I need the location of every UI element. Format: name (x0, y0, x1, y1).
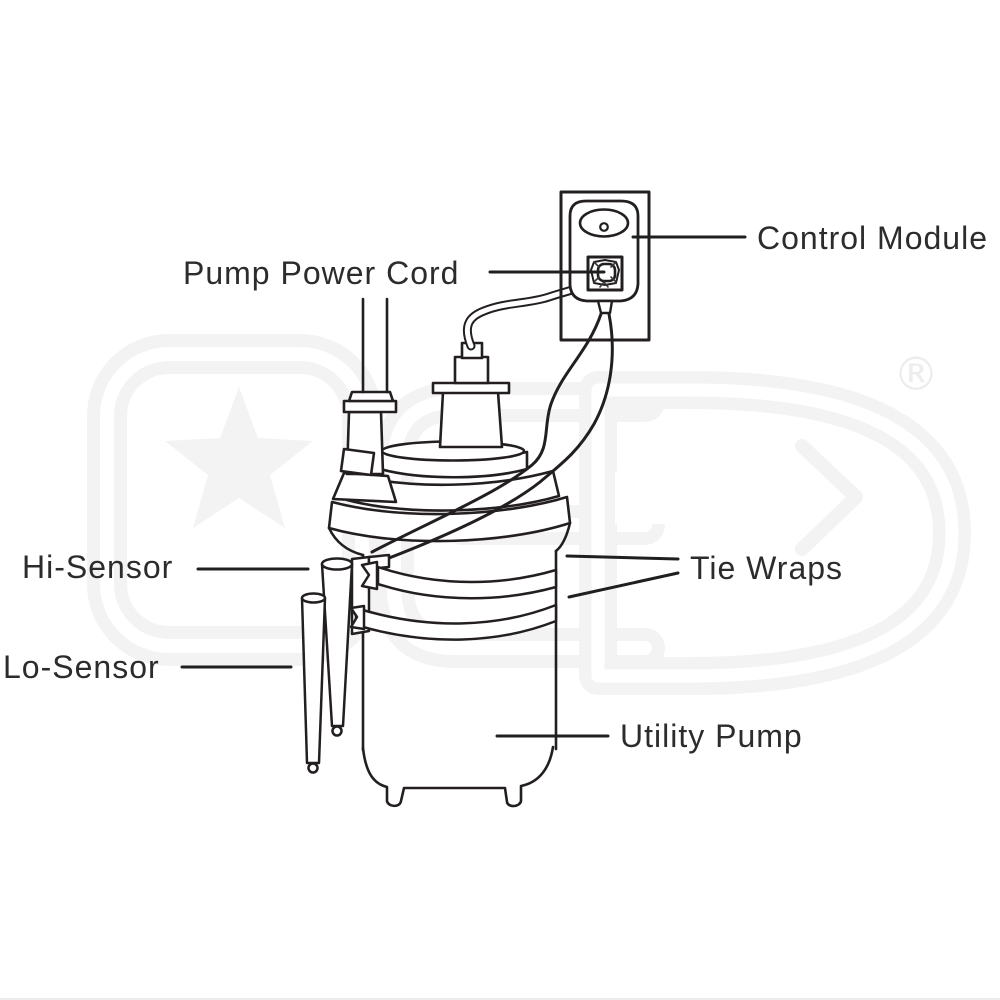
labels: Pump Power Cord Control Module Hi-Sensor… (3, 220, 988, 754)
pipe-riser (361, 297, 389, 394)
leader-tie-wrap-1 (565, 554, 680, 561)
label-pump-power-cord: Pump Power Cord (183, 255, 459, 291)
tie-wrap-band-lower (354, 603, 558, 641)
cord-strain-relief (431, 341, 511, 449)
hi-sensor-wire (370, 312, 603, 554)
hi-sensor-probe (320, 557, 354, 737)
tie-wrap-band-upper (376, 565, 558, 600)
label-utility-pump: Utility Pump (620, 718, 803, 754)
leader-tie-wrap-2 (567, 571, 680, 599)
label-control-module: Control Module (757, 220, 988, 256)
chevron-right-icon (795, 439, 863, 556)
pipe-band (342, 399, 398, 414)
cone-mid-box (453, 355, 490, 385)
sensor-wires (370, 312, 614, 565)
registered-trademark-icon: ® (893, 347, 939, 401)
label-hi-sensor: Hi-Sensor (22, 549, 173, 585)
cone-flange (431, 381, 511, 395)
control-module-drawing (559, 190, 651, 342)
pump-ring-underlip-left (327, 526, 365, 557)
star-icon (165, 387, 313, 528)
lo-sensor-wire (374, 312, 614, 565)
page-bottom-edge (0, 998, 1000, 1000)
pipe-bracket (339, 447, 376, 477)
label-tie-wraps: Tie Wraps (690, 550, 843, 586)
sensor-mounting (300, 553, 558, 774)
pump-base (361, 745, 555, 808)
cone-body (438, 390, 504, 449)
discharge-pipe (331, 297, 398, 504)
tie-wrap-clip-upper (360, 560, 379, 591)
lo-sensor-tip (307, 762, 319, 774)
tie-wrap-clip-lower (349, 604, 366, 631)
hi-sensor-tip (331, 725, 343, 737)
watermark-letter-d (579, 371, 971, 695)
pipe-flare (347, 390, 395, 403)
pump-ring-upper (345, 469, 561, 512)
pipe-skirt (331, 471, 398, 504)
wall-plate (559, 190, 651, 342)
pump-ring-underlip-right (554, 521, 572, 553)
socket-gleam-lines (593, 261, 617, 288)
label-lo-sensor: Lo-Sensor (3, 649, 160, 685)
leader-lines (180, 235, 747, 738)
module-indicator-dot (599, 222, 609, 232)
module-bottom-nub (596, 299, 614, 315)
utility-pump-drawing (327, 440, 572, 808)
lo-sensor-probe (300, 592, 327, 774)
